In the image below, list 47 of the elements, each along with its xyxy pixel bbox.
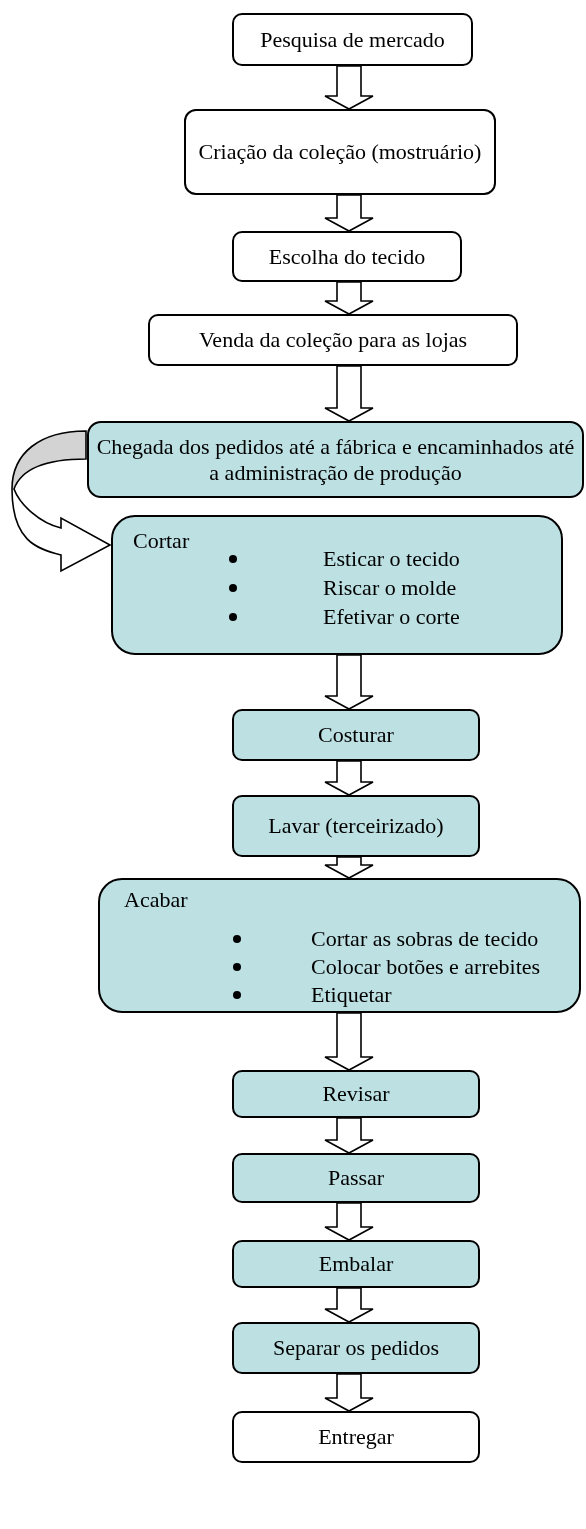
step-label: Revisar — [321, 1081, 391, 1107]
process-box — [232, 1070, 480, 1118]
step-label: Entregar — [317, 1424, 395, 1450]
process-box — [232, 1411, 480, 1463]
step-label: Chegada dos pedidos até a fábrica e encaminhados até a administração de produção — [95, 434, 576, 485]
curved-block-arrow — [11, 430, 111, 572]
process-box — [184, 109, 496, 195]
process-box — [232, 231, 462, 282]
block-arrow — [324, 194, 374, 232]
step-label: Lavar (terceirizado) — [267, 813, 445, 839]
substep-item: Etiquetar — [311, 984, 392, 1006]
step-label: Venda da coleção para as lojas — [197, 327, 469, 353]
block-arrow — [324, 1117, 374, 1154]
step-label: Pesquisa de mercado — [259, 26, 446, 53]
block-arrow — [324, 760, 374, 796]
block-arrow — [324, 281, 374, 315]
process-box — [232, 795, 480, 857]
process-box — [232, 1153, 480, 1203]
step-heading: Cortar — [133, 530, 190, 552]
substep-item: Efetivar o corte — [323, 606, 460, 628]
step-label: Costurar — [317, 722, 395, 748]
process-box — [232, 1322, 480, 1374]
substep-item: Cortar as sobras de tecido — [311, 928, 539, 950]
step-label: Separar os pedidos — [271, 1335, 441, 1361]
substep-item: Esticar o tecido — [323, 548, 460, 570]
process-box — [232, 709, 480, 761]
block-arrow — [324, 856, 374, 879]
process-box — [111, 515, 563, 655]
substep-item: Riscar o molde — [323, 577, 457, 599]
step-label: Passar — [326, 1165, 386, 1191]
block-arrow — [324, 654, 374, 710]
block-arrow — [324, 1012, 374, 1071]
substep-item: Colocar botões e arrebites — [311, 956, 541, 978]
step-heading: Acabar — [124, 889, 188, 911]
block-arrow — [324, 1287, 374, 1323]
process-box — [87, 421, 584, 498]
process-box — [98, 878, 581, 1013]
step-label: Embalar — [317, 1251, 395, 1277]
block-arrow — [324, 365, 374, 422]
block-arrow — [324, 1202, 374, 1241]
process-box — [148, 314, 518, 366]
block-arrow — [324, 1373, 374, 1412]
step-label: Escolha do tecido — [267, 243, 427, 270]
step-label: Criação da coleção (mostruário) — [197, 139, 483, 165]
process-box — [232, 13, 473, 66]
process-box — [232, 1240, 480, 1288]
block-arrow — [324, 65, 374, 110]
